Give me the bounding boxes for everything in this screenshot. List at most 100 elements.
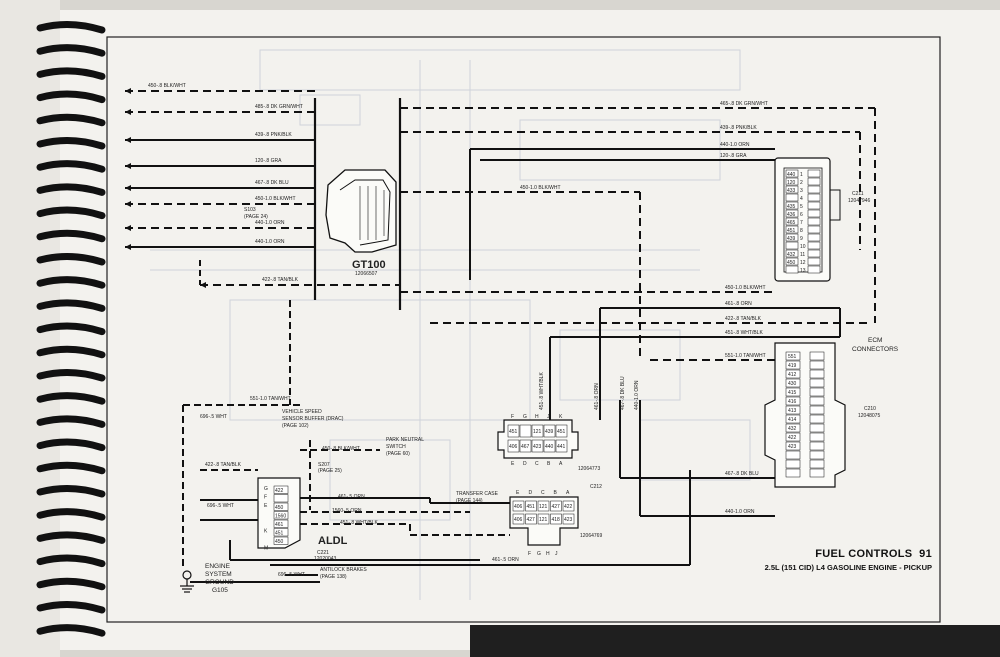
gt100-part: 12066507	[355, 271, 377, 277]
left-wire-label: 450-.8 BLK/WHT	[148, 83, 186, 89]
c213-pin-wire: 121	[539, 517, 548, 523]
c211-pin-number: 10	[800, 244, 806, 250]
c211-pin-wire: 451	[787, 228, 796, 234]
c213-pin-wire: 418	[552, 517, 561, 523]
c212-pin-cell	[555, 439, 568, 453]
c212-pin-wire: 451	[557, 429, 566, 435]
c211-pin-number: 8	[800, 228, 803, 234]
right-wire-label: 422-.8 TAN/BLK	[725, 316, 762, 322]
c211-pin-number: 3	[800, 188, 803, 194]
c210-pin-cell	[809, 369, 825, 379]
c210-pin-cell	[785, 432, 801, 442]
c212-pin-letter: E	[511, 461, 515, 467]
c211-pin-cell	[807, 225, 821, 234]
c210-pin-cell	[809, 414, 825, 424]
ground-label-2: SYSTEM	[205, 571, 232, 578]
page-footer: FUEL CONTROLS 91 2.5L (151 CID) L4 GASOL…	[752, 548, 932, 572]
aldl-pin-cell	[273, 536, 289, 545]
c212-pin-cell	[555, 424, 568, 438]
binding-coil	[36, 253, 106, 266]
right-wire-label: 465-.8 DK GRN/WHT	[720, 101, 768, 107]
binding-coil	[36, 392, 106, 405]
wire-arrow-icon	[125, 201, 131, 207]
c213-pin-letter: H	[546, 551, 550, 557]
binding-coil	[36, 44, 106, 57]
c212-pin-cell	[507, 439, 520, 453]
aldl-pin-letter: K	[264, 529, 268, 535]
c213-pin-wire: 121	[539, 504, 548, 510]
ground-label-3: GROUND	[205, 579, 234, 586]
aldl-pin-wire: 1560	[275, 514, 286, 520]
c211-pin-cell	[807, 241, 821, 250]
lower-wire-label: 422-.8 TAN/BLK	[205, 462, 242, 468]
c210-part: 12048075	[858, 413, 880, 419]
binding-coil	[36, 531, 106, 544]
c212-pin-letter: D	[523, 461, 527, 467]
vss-label-2: SENSOR BUFFER (DRAC)	[282, 416, 344, 422]
binding-coil	[36, 322, 106, 336]
abs-label-1: ANTILOCK BRAKES	[320, 567, 367, 573]
left-wire-label: 485-.8 DK GRN/WHT	[255, 104, 303, 110]
right-wire-label: 451-.8 WHT/BLK	[725, 330, 763, 336]
binding-coil	[36, 369, 106, 382]
c210-pin-wire: 422	[788, 435, 797, 441]
c210-pin-cell	[785, 450, 801, 460]
right-wire-label: 461-.8 ORN	[725, 301, 752, 307]
ground-symbol	[180, 570, 194, 593]
binding-coil	[36, 67, 106, 80]
aldl-pin-wire: 422	[275, 488, 284, 494]
wire-arrow-icon	[125, 185, 131, 191]
c213-pin-letter: C	[541, 490, 545, 496]
gt100-label: GT100	[352, 259, 386, 271]
binding-coil	[36, 601, 106, 614]
c210-pin-cell	[785, 468, 801, 478]
binding-coil	[36, 299, 106, 312]
c213-pin-letter: A	[566, 490, 570, 496]
wire-arrow-icon	[125, 225, 131, 231]
binding-coil	[36, 461, 106, 475]
c211-pin-cell	[785, 169, 799, 178]
aldl-pin-cell	[273, 494, 289, 503]
binding-coil	[36, 415, 106, 428]
c212-pin-cell	[543, 439, 556, 453]
left-wire-label: 467-.8 DK BLU	[255, 180, 289, 186]
c210-pin-cell	[785, 405, 801, 415]
aldl-pin-cell	[273, 485, 289, 494]
c211-pin-number: 7	[800, 220, 803, 226]
binding-coil	[36, 345, 106, 359]
c211-pin-number: 9	[800, 236, 803, 242]
aldl-pin-cell	[273, 519, 289, 528]
c212-label: C212	[590, 484, 602, 490]
right-wire-label: 439-.8 PNK/BLK	[720, 125, 757, 131]
right-wire-label: 551-1.0 TAN/WHT	[725, 353, 766, 359]
c213-pin-cell	[525, 500, 537, 512]
pns-label-3: (PAGE 60)	[386, 451, 410, 457]
wire-arrow-icon	[125, 137, 131, 143]
right-wire-label: 440-1.0 ORN	[720, 142, 750, 148]
section-title: FUEL CONTROLS	[815, 548, 913, 560]
c211-pin-cell	[785, 209, 799, 218]
c210-pin-cell	[785, 387, 801, 397]
c211-pin-cell	[807, 265, 821, 274]
right-wire-group: 465-.8 DK GRN/WHT 439-.8 PNK/BLK 440-1.0 O…	[400, 101, 876, 517]
c211-pin-cell	[807, 185, 821, 194]
c210-pin-cell	[785, 423, 801, 433]
c212-pin-cell	[531, 439, 544, 453]
s207-ref: (PAGE 25)	[318, 468, 342, 474]
c210-pin-cell	[809, 423, 825, 433]
c213-pin-wire: 422	[564, 504, 573, 510]
page-number: 91	[919, 548, 932, 560]
c212-pin-wire: 439	[545, 429, 554, 435]
mid-wire-label: 451-.8 WHT/BLK	[539, 372, 545, 410]
c210-pin-cell	[809, 432, 825, 442]
c213-pin-wire: 427	[527, 517, 536, 523]
c213-pin-cell	[512, 513, 525, 525]
right-wire-label: 450-1.0 BLK/WHT	[725, 285, 766, 291]
binding-coil	[36, 206, 106, 220]
aldl-pin-wire: 450	[275, 505, 284, 511]
